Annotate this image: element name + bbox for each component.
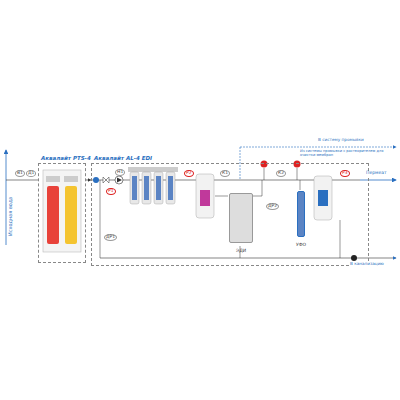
callout-number: Р3: [340, 170, 350, 177]
module-label: УФО: [291, 242, 311, 247]
flow-label: Пермеат: [366, 171, 387, 176]
module-box: ЭДИ: [227, 187, 255, 255]
module-body: [297, 191, 305, 237]
flow-label: Из системы промывки с растворителем для …: [300, 150, 394, 158]
callout-number: ДР1: [104, 234, 117, 241]
module-body: [229, 193, 253, 243]
module-box: УФО: [291, 189, 311, 249]
flow-label: В канализацию: [350, 262, 384, 267]
callout-number: К1: [220, 170, 230, 177]
group-heading: Аквалайт PTS-4: [41, 155, 91, 161]
callout-number: Н1: [115, 169, 125, 176]
callout-number: Р1: [106, 188, 116, 195]
flow-label: Исходная вода: [8, 197, 14, 236]
equipment-group: Аквалайт PTS-4: [38, 163, 86, 263]
callout-number: ДР2: [266, 203, 279, 210]
flow-label: В систему промывки: [318, 138, 364, 143]
module-label: ЭДИ: [227, 248, 255, 253]
group-heading: Аквалайт AL-4 EDI: [94, 155, 152, 161]
callout-number: В1: [15, 170, 25, 177]
callout-number: Д1: [26, 170, 36, 177]
equipment-group: Аквалайт AL-4 EDIЭДИУФО: [91, 163, 369, 266]
callout-number: Р2: [184, 170, 194, 177]
callout-number: К2: [276, 170, 286, 177]
